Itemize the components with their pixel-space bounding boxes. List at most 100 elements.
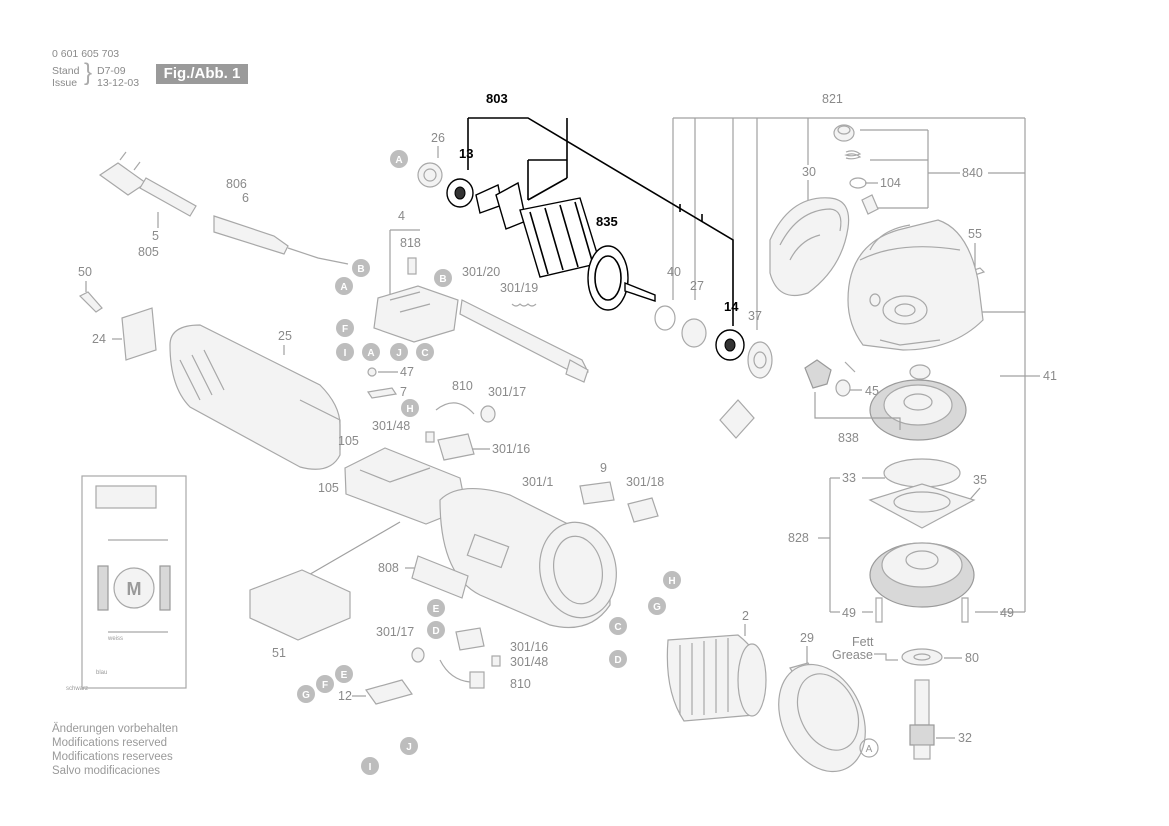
spindle-32 bbox=[909, 679, 935, 760]
label-828: 828 bbox=[788, 531, 809, 545]
callout-D: D bbox=[609, 650, 627, 668]
grease-label-1: Fett bbox=[852, 635, 874, 649]
wire-label-1: weiss bbox=[107, 636, 123, 642]
label-805: 805 bbox=[138, 245, 159, 259]
spindle-lock-parts bbox=[833, 124, 879, 215]
svg-text:E: E bbox=[433, 604, 440, 615]
svg-text:A: A bbox=[866, 744, 873, 755]
callout-F: F bbox=[316, 675, 334, 693]
wiring-schematic: M weiss blau schwarz bbox=[66, 475, 187, 692]
field-coil-2 bbox=[666, 634, 767, 722]
wheel-guard-30 bbox=[769, 197, 850, 297]
stand-label: Stand bbox=[52, 65, 80, 77]
wire-label-2: blau bbox=[96, 670, 107, 676]
note-line: Modifications reserved bbox=[52, 737, 168, 749]
label-301-17b: 301/17 bbox=[376, 625, 414, 639]
label-40: 40 bbox=[667, 265, 681, 279]
label-803: 803 bbox=[486, 91, 508, 106]
frame-803 bbox=[467, 117, 734, 300]
wire-label-3: schwarz bbox=[66, 686, 88, 692]
callout-I: I bbox=[361, 757, 379, 775]
label-810b: 810 bbox=[510, 677, 531, 691]
callout-B: B bbox=[352, 259, 370, 277]
label-29: 29 bbox=[800, 631, 814, 645]
callout-F: F bbox=[336, 319, 354, 337]
motor-symbol: M bbox=[127, 579, 142, 599]
svg-text:C: C bbox=[614, 622, 621, 633]
callout-E: E bbox=[427, 599, 445, 617]
label-104: 104 bbox=[880, 176, 901, 190]
bearing-flange bbox=[868, 458, 976, 608]
label-6: 6 bbox=[242, 191, 249, 205]
label-51: 51 bbox=[272, 646, 286, 660]
svg-text:G: G bbox=[653, 602, 661, 613]
label-13: 13 bbox=[459, 146, 473, 161]
label-301-48a: 301/48 bbox=[372, 419, 410, 433]
label-27: 27 bbox=[690, 279, 704, 293]
svg-text:I: I bbox=[369, 762, 372, 773]
callout-B: B bbox=[434, 269, 452, 287]
label-55: 55 bbox=[968, 227, 982, 241]
gear-housing bbox=[847, 219, 984, 351]
svg-text:A: A bbox=[340, 282, 347, 293]
label-301-16a: 301/16 bbox=[492, 442, 530, 456]
callout-G: G bbox=[297, 685, 315, 703]
brush-piece bbox=[719, 399, 755, 439]
label-37: 37 bbox=[748, 309, 762, 323]
modification-notes: Änderungen vorbehalten Modifications res… bbox=[52, 722, 178, 778]
switch-4 bbox=[373, 285, 459, 343]
svg-text:A: A bbox=[395, 155, 402, 166]
capacitor-51 bbox=[249, 569, 351, 641]
label-7: 7 bbox=[400, 385, 407, 399]
callout-J: J bbox=[400, 737, 418, 755]
callout-H: H bbox=[401, 399, 419, 417]
note-line: Salvo modificaciones bbox=[52, 765, 161, 777]
figure-label: Fig./Abb. 1 bbox=[156, 64, 248, 84]
svg-text:C: C bbox=[421, 348, 428, 359]
callout-D: D bbox=[427, 621, 445, 639]
bevel-gear bbox=[869, 364, 967, 441]
motor-housing-301-1 bbox=[439, 487, 617, 629]
screw-49a bbox=[875, 597, 883, 623]
label-301-19: 301/19 bbox=[500, 281, 538, 295]
svg-text:G: G bbox=[302, 690, 310, 701]
svg-text:H: H bbox=[668, 576, 675, 587]
label-9: 9 bbox=[600, 461, 607, 475]
label-2: 2 bbox=[742, 609, 749, 623]
svg-text:J: J bbox=[396, 348, 402, 359]
label-50: 50 bbox=[78, 265, 92, 279]
switch-301-18 bbox=[627, 497, 659, 523]
svg-text:I: I bbox=[344, 348, 347, 359]
callout-I: I bbox=[336, 343, 354, 361]
header-brace: } bbox=[84, 59, 93, 86]
callout-G: G bbox=[648, 597, 666, 615]
label-301-48b: 301/48 bbox=[510, 655, 548, 669]
issue-date: 13-12-03 bbox=[97, 77, 140, 89]
screw-49b bbox=[961, 597, 969, 623]
svg-text:H: H bbox=[406, 404, 413, 415]
callout-A: A bbox=[362, 343, 380, 361]
grease-label-2: Grease bbox=[832, 648, 873, 662]
svg-text:F: F bbox=[342, 324, 348, 335]
svg-text:D: D bbox=[432, 626, 439, 637]
label-821: 821 bbox=[822, 92, 843, 106]
callout-J: J bbox=[390, 343, 408, 361]
suppressor-12 bbox=[365, 679, 413, 705]
label-25: 25 bbox=[278, 329, 292, 343]
label-835: 835 bbox=[596, 214, 618, 229]
callout-C: C bbox=[416, 343, 434, 361]
label-806: 806 bbox=[226, 177, 247, 191]
screw-50 bbox=[78, 291, 103, 313]
power-cord bbox=[98, 151, 349, 265]
svg-text:J: J bbox=[406, 742, 412, 753]
frame-821 bbox=[672, 117, 1026, 613]
bearing-seat-26 bbox=[417, 162, 443, 188]
label-4: 4 bbox=[398, 209, 405, 223]
label-45: 45 bbox=[865, 384, 879, 398]
svg-text:A: A bbox=[367, 348, 374, 359]
washer-80 bbox=[901, 648, 943, 666]
label-838: 838 bbox=[838, 431, 859, 445]
label-5: 5 bbox=[152, 229, 159, 243]
motor-housing-25 bbox=[169, 324, 341, 470]
